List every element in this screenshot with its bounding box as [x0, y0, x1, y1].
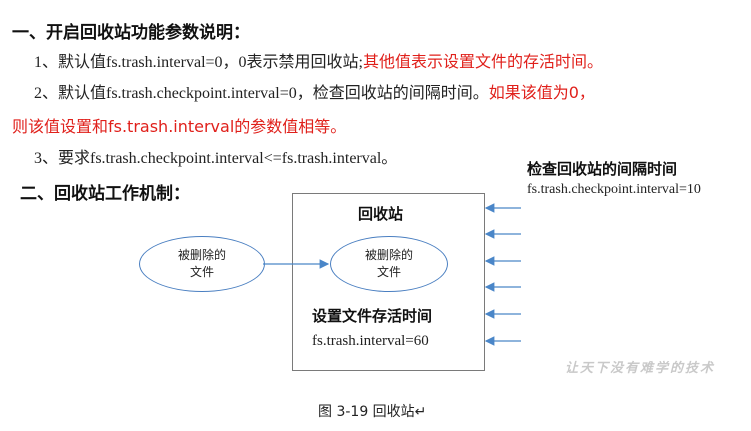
file-lifetime-value: fs.trash.interval=60 — [312, 333, 429, 349]
param-line-2-text: 2、默认值fs.trash.checkpoint.interval=0，检查回收… — [34, 85, 489, 102]
file-lifetime-label: 设置文件存活时间 — [312, 307, 433, 325]
param-line-3: 3、要求fs.trash.checkpoint.interval<=fs.tra… — [34, 150, 398, 167]
trash-box — [292, 193, 485, 371]
deleted-file-outside-line2: 文件 — [189, 265, 214, 279]
deleted-file-inside-line2: 文件 — [376, 265, 401, 279]
watermark: 让天下没有难学的技术 — [565, 361, 716, 376]
trash-box-title: 回收站 — [358, 205, 404, 223]
check-interval-label: 检查回收站的间隔时间 — [527, 160, 678, 178]
param-line-2-continuation: 则该值设置和fs.trash.interval的参数值相等。 — [12, 117, 347, 136]
section1-heading: 一、开启回收站功能参数说明： — [12, 23, 250, 43]
section2-heading: 二、回收站工作机制： — [20, 184, 190, 204]
deleted-file-inside-line1: 被删除的 — [364, 248, 413, 262]
param-line-1-text: 1、默认值fs.trash.interval=0，0表示禁用回收站; — [34, 54, 363, 71]
deleted-file-inside: 被删除的 文件 — [330, 236, 448, 292]
check-interval-value: fs.trash.checkpoint.interval=10 — [527, 182, 701, 197]
param-line-1-highlight: 其他值表示设置文件的存活时间。 — [363, 52, 604, 71]
deleted-file-outside-line1: 被删除的 — [177, 248, 226, 262]
param-line-2: 2、默认值fs.trash.checkpoint.interval=0，检查回收… — [34, 79, 595, 103]
figure-caption: 图 3-19 回收站↵ — [318, 404, 427, 420]
param-line-2-highlight: 如果该值为0， — [488, 83, 595, 102]
param-line-1: 1、默认值fs.trash.interval=0，0表示禁用回收站;其他值表示设… — [34, 48, 603, 72]
